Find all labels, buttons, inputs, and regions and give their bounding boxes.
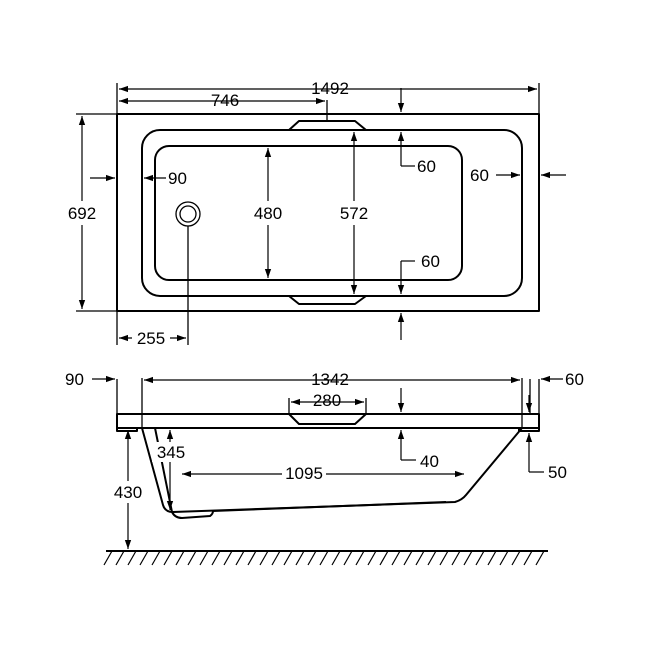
floor-hatch-line (511, 550, 521, 566)
floor-hatch-line (451, 550, 461, 566)
floor-hatch-line (415, 550, 425, 566)
label-rim-right: 60 (470, 166, 489, 185)
waste-outlet-icon (175, 201, 201, 227)
floor-hatch-line (535, 550, 545, 566)
label-overall-length: 1492 (311, 79, 349, 98)
floor-hatch-line (163, 550, 173, 566)
floor-hatch-line (367, 550, 377, 566)
floor-hatch-line (115, 550, 125, 566)
floor-hatch-line (271, 550, 281, 566)
tub-basin-outer (141, 129, 523, 297)
floor-hatch-line (427, 550, 437, 566)
floor-hatch-icon (103, 550, 548, 566)
top-handle-side (288, 413, 367, 425)
side-rim (116, 413, 540, 429)
tub-outer-rim (116, 113, 540, 312)
label-side-rim-left: 90 (65, 370, 84, 389)
label-rim-left: 90 (168, 169, 187, 188)
label-floor-length: 1095 (285, 464, 323, 483)
floor-hatch-line (487, 550, 497, 566)
floor-hatch-line (475, 550, 485, 566)
floor-hatch-line (175, 550, 185, 566)
side-view: 1342 280 90 60 40 50 345 1095 (65, 370, 584, 566)
floor-hatch-line (247, 550, 257, 566)
floor-hatch-line (463, 550, 473, 566)
floor-hatch-line (403, 550, 413, 566)
floor-hatch-line (295, 550, 305, 566)
floor-hatch-line (319, 550, 329, 566)
tub-body-inner (154, 427, 214, 519)
label-rim-top: 60 (417, 157, 436, 176)
floor-hatch-line (187, 550, 197, 566)
label-rim-thickness: 40 (420, 452, 439, 471)
floor-hatch-line (439, 550, 449, 566)
label-half-length: 746 (211, 91, 239, 110)
label-basin-width: 572 (340, 204, 368, 223)
floor-hatch-line (379, 550, 389, 566)
label-rim-bottom: 60 (421, 252, 440, 271)
label-handle-width: 280 (313, 391, 341, 410)
floor-hatch-line (355, 550, 365, 566)
label-height: 430 (114, 483, 142, 502)
floor-hatch-line (223, 550, 233, 566)
label-waste-offset: 255 (137, 329, 165, 348)
rim-support-right (518, 427, 540, 432)
label-overall-width: 692 (68, 204, 96, 223)
label-right-rim-thickness: 50 (548, 463, 567, 482)
floor-hatch-line (151, 550, 161, 566)
floor-hatch-line (391, 550, 401, 566)
floor-hatch-line (127, 550, 137, 566)
tub-basin-inner (154, 145, 463, 281)
floor-hatch-line (523, 550, 533, 566)
label-side-rim-right: 60 (565, 370, 584, 389)
bottom-handle (288, 295, 367, 305)
label-inner-width: 480 (254, 204, 282, 223)
floor-hatch-line (211, 550, 221, 566)
floor-hatch-line (343, 550, 353, 566)
floor-hatch-line (331, 550, 341, 566)
top-handle (288, 120, 367, 131)
floor-hatch-line (499, 550, 509, 566)
floor-hatch-line (307, 550, 317, 566)
label-inner-length: 1342 (311, 370, 349, 389)
floor-hatch-line (259, 550, 269, 566)
floor-hatch-line (139, 550, 149, 566)
floor-hatch-line (103, 550, 113, 566)
floor-hatch-line (235, 550, 245, 566)
floor-hatch-line (283, 550, 293, 566)
label-depth: 345 (157, 443, 185, 462)
floor-hatch-line (199, 550, 209, 566)
top-view: 1492 746 692 480 572 90 60 60 (62, 79, 566, 348)
tub-body-outer (141, 427, 523, 513)
